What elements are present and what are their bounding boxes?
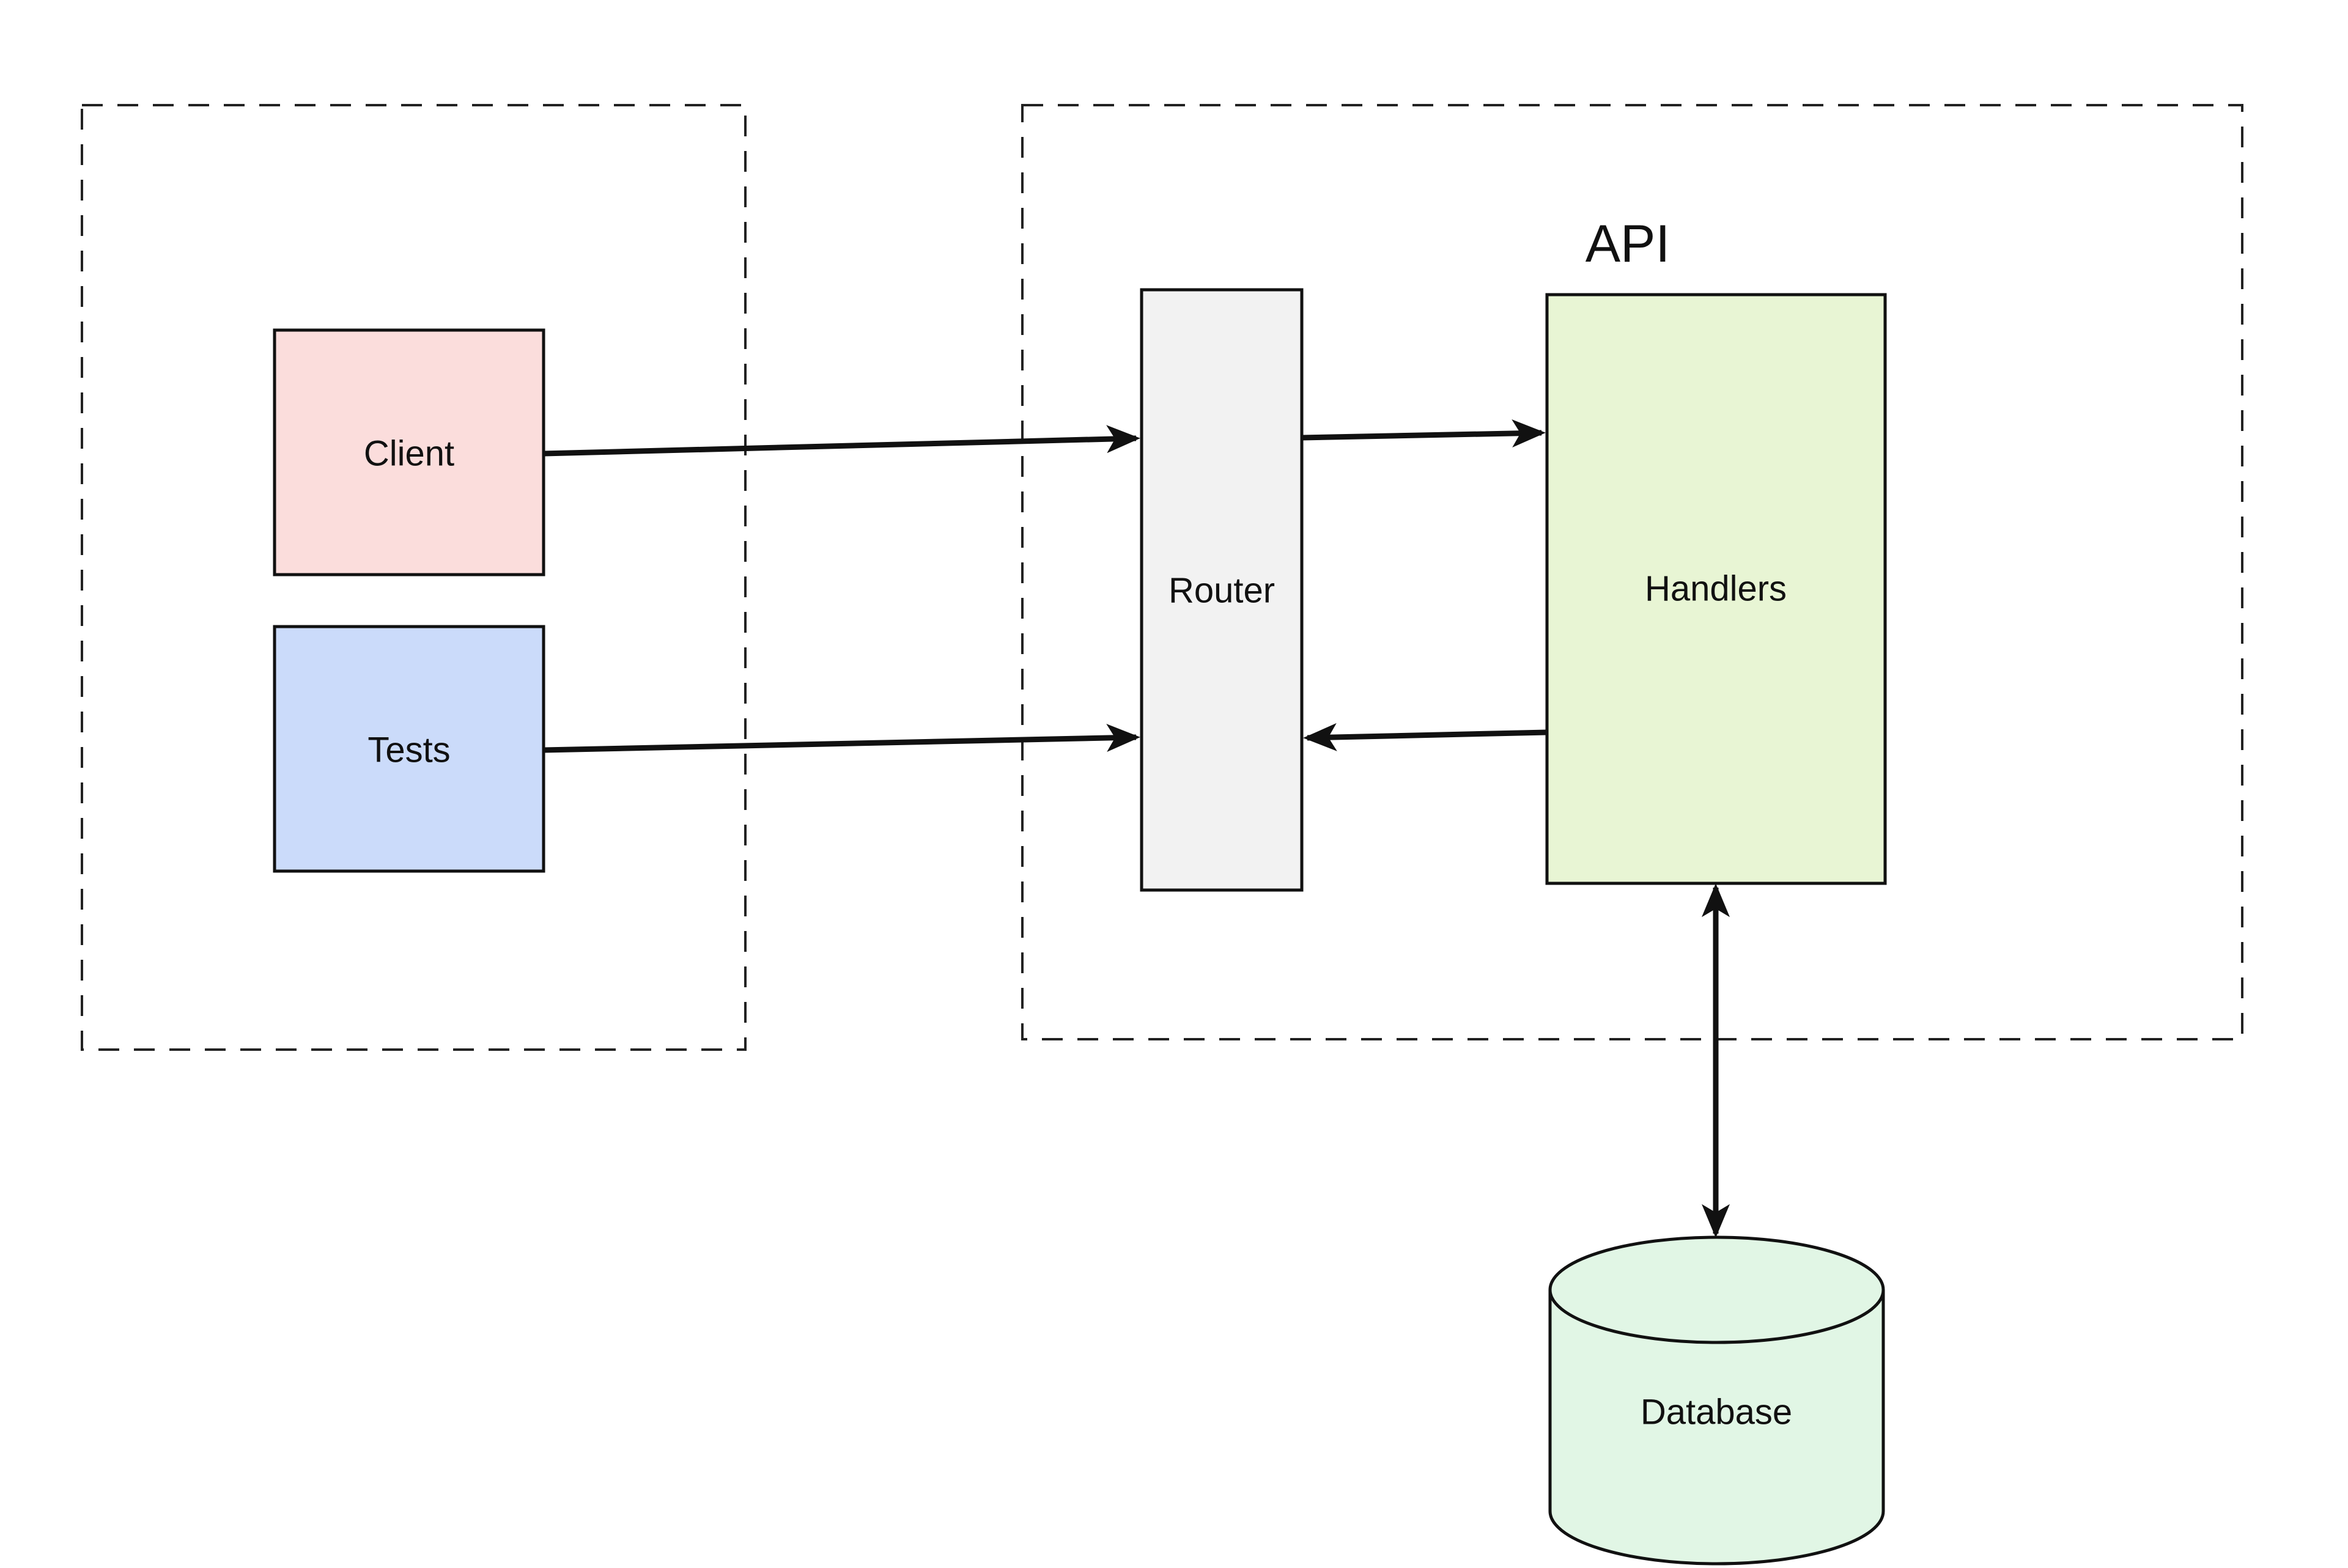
router-node-label: Router: [1168, 571, 1275, 611]
database-cylinder-top: [1548, 1235, 1885, 1344]
handlers-node-box: [1545, 293, 1887, 885]
handlers-node-label: Handlers: [1645, 569, 1787, 609]
edge-router-to-handlers-arrow: [1301, 419, 1546, 447]
api-group-boundary: [1021, 104, 2243, 1040]
database-node: Database: [1548, 1235, 1885, 1566]
router-node-box: [1140, 288, 1304, 892]
tests-node-label: Tests: [367, 731, 450, 770]
edge-client-to-router-arrow: [543, 425, 1140, 457]
edge-handlers-to-router-arrow: [1303, 723, 1548, 751]
client-node: Client: [273, 328, 545, 576]
handlers-node: Handlers: [1545, 293, 1887, 885]
api-group-label: API: [1586, 215, 1671, 273]
client-node-box: [273, 328, 545, 576]
tests-node-box: [273, 625, 545, 873]
tests-node: Tests: [273, 625, 545, 873]
database-node-label: Database: [1641, 1393, 1792, 1432]
database-cylinder-body: [1548, 1290, 1885, 1566]
router-node: Router: [1140, 288, 1304, 892]
client-node-label: Client: [364, 434, 454, 474]
client-side-group-boundary: [81, 104, 747, 1051]
edge-tests-to-router-arrow: [543, 724, 1140, 753]
